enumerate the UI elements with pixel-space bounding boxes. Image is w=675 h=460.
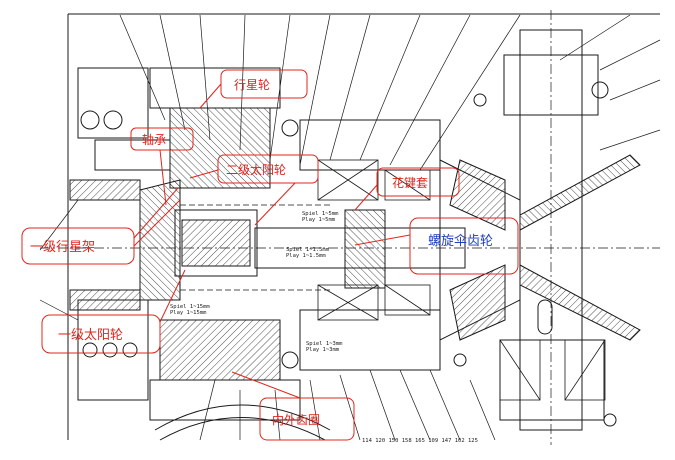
drawing-linework [39, 10, 661, 445]
callout-spiral-bevel-gear: 螺旋伞齿轮 [428, 233, 493, 249]
callout-first-carrier: 一级行星架 [30, 240, 95, 255]
bottom-part-numbers: 114 120 150 158 165 109 147 102 125 [362, 438, 478, 444]
dimension-text: Spiel 1~3mm [306, 341, 343, 347]
callouts [21, 69, 519, 441]
dimension-text: Play 1~1.5mm [286, 253, 326, 259]
dimension-text: Play 1~15mm [170, 310, 207, 316]
callout-inner-outer-ring: 内外齿圈 [272, 413, 320, 427]
dimension-text: Play 1~5mm [302, 217, 336, 223]
dimension-text: Spiel 1~5mm [302, 211, 339, 217]
callout-bearing: 轴承 [142, 132, 166, 147]
callout-first-sun-gear: 一级太阳轮 [58, 328, 123, 343]
callout-planet-gear: 行星轮 [234, 78, 270, 92]
dimension-text: Spiel 1~1.5mm [286, 247, 330, 253]
dimension-labels: Spiel 1~5mm Play 1~5mm Spiel 1~1.5mm Pla… [170, 211, 478, 444]
dimension-text: Play 1~3mm [306, 347, 340, 353]
callout-spline-sleeve: 花键套 [392, 175, 428, 190]
dimension-text: Spiel 1~15mm [170, 304, 210, 310]
callout-second-sun-gear: 二级太阳轮 [226, 162, 286, 177]
